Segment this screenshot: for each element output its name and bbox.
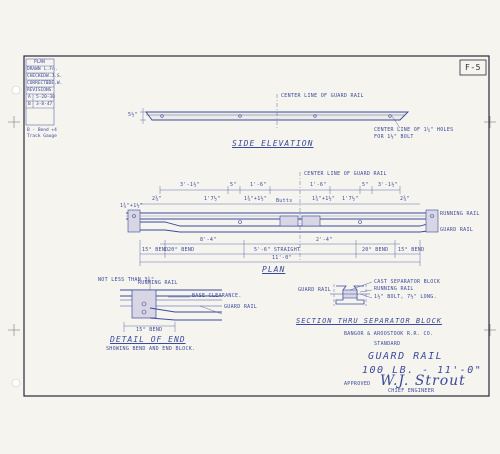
title-block: [25, 58, 55, 126]
revision-a-date: 5-20-30: [36, 95, 55, 100]
chief-engineer-label: CHIEF ENGINEER: [388, 388, 435, 394]
company-name: BANGOR & AROOSTOOK R.R. CO.: [344, 331, 434, 337]
detail-end-title: DETAIL OF END: [110, 335, 186, 344]
section-guard-rail: GUARD RAIL: [298, 287, 332, 293]
plan-centerline-note: CENTER LINE OF GUARD RAIL: [304, 171, 387, 177]
detail-end-subtitle: SHOWING BEND AND END BLOCK.: [106, 346, 196, 352]
revision-b-date: 3-8-47: [36, 102, 53, 107]
plan-bend-1: 15° BEND: [142, 247, 169, 253]
side-elevation-height-dim: 5½": [128, 112, 138, 118]
title-block-checked-label: CHECKED: [27, 74, 46, 79]
detail-base-clearance: BASE CLEARANCE.: [192, 293, 242, 299]
plan-butts-label: Butts: [276, 198, 293, 204]
plan-straight-label: 5'-6" STRAIGHT: [254, 247, 301, 253]
detail-guard-rail: GUARD RAIL: [224, 304, 258, 310]
section-bolt-note: 1½" BOLT, 7½" LONG.: [374, 294, 437, 300]
plan-guard-rail-label: GUARD RAIL: [440, 227, 474, 233]
side-note: B - Bend +4 Track Gauge: [27, 128, 57, 139]
title-block-drawn-label: DRAWN: [27, 67, 41, 72]
plan-top-dim-4: 1'-6": [310, 182, 327, 188]
title-block-corrected-label: CORRECTED: [27, 81, 52, 86]
sheet-border: [23, 55, 490, 397]
detail-of-end-view: [120, 284, 223, 332]
punch-hole-bottom: [11, 378, 21, 388]
revision-a-mark: A: [28, 95, 31, 100]
title-block-header: PLAN: [34, 60, 45, 65]
section-view: [330, 281, 373, 306]
plan-second-dim-3: 1¾"+1½": [244, 196, 268, 202]
plan-second-dim-5: 1¾"+1½": [312, 196, 336, 202]
detail-running-rail: RUNNING RAIL: [138, 280, 178, 286]
registration-mark-right-lower: [484, 324, 496, 336]
sheet-number: F-5: [465, 63, 481, 72]
company-standard: STANDARD: [374, 341, 401, 347]
plan-lower-dim-2: 2'-4": [316, 237, 333, 243]
registration-mark-right: [484, 116, 496, 128]
side-elevation-title: SIDE ELEVATION: [232, 139, 314, 148]
plan-bend-3: 20° BEND: [362, 247, 389, 253]
plan-top-dim-2: 5": [230, 182, 237, 188]
plan-view: [126, 172, 439, 266]
plan-end-dim: 1¾"+1½": [120, 203, 144, 209]
revision-b-mark: B: [28, 102, 31, 107]
title-block-corrected-value: J.E.W.: [46, 81, 63, 86]
plan-second-dim-6: 1'7½": [342, 196, 359, 202]
approved-label: APPROVED: [344, 381, 371, 387]
section-cast-block: CAST SEPARATOR BLOCK: [374, 279, 441, 285]
side-elevation-view: [140, 94, 410, 130]
drawing-spec: 100 LB. - 11'-0": [362, 365, 483, 376]
punch-hole-top: [11, 85, 21, 95]
registration-mark-left-lower: [8, 324, 20, 336]
plan-second-dim-7: 2¾": [400, 196, 410, 202]
side-elevation-holes-note: CENTER LINE OF 1¼" HOLES FOR 1½" BOLT: [374, 127, 454, 140]
plan-second-dim-1: 2¾": [152, 196, 162, 202]
detail-not-less-than: NOT LESS THAN 3¾": [98, 277, 155, 283]
plan-top-dim-5: 5": [362, 182, 369, 188]
plan-top-dim-6: 3'-1½": [378, 182, 398, 188]
approval-signature: W.J. Strout: [380, 373, 466, 389]
plan-top-dim-3: 1'-6": [250, 182, 267, 188]
registration-mark-left: [8, 116, 20, 128]
plan-overall-dim: 11'-0": [272, 255, 292, 261]
sheet-number-box: [459, 59, 487, 76]
plan-bend-2: 20° BEND: [168, 247, 195, 253]
plan-bend-4: 15° BEND: [398, 247, 425, 253]
section-running-rail: RUNNING RAIL: [374, 286, 414, 292]
title-block-drawn-value: L.Fn.: [44, 67, 58, 72]
plan-lower-dim-1: 8'-4": [200, 237, 217, 243]
detail-bend: 15° BEND: [136, 327, 163, 333]
drawing-title: GUARD RAIL: [368, 351, 444, 362]
title-block-checked-value: W.J.S.: [46, 74, 63, 79]
side-elevation-centerline-note: CENTER LINE OF GUARD RAIL: [281, 93, 364, 99]
plan-second-dim-2: 1'7½": [204, 196, 221, 202]
plan-top-dim-1: 3'-1½": [180, 182, 200, 188]
plan-running-rail-label: RUNNING RAIL: [440, 211, 480, 217]
section-title: SECTION THRU SEPARATOR BLOCK: [296, 317, 443, 325]
title-block-revisions-label: REVISIONS: [27, 88, 52, 93]
plan-title: PLAN: [262, 265, 286, 274]
